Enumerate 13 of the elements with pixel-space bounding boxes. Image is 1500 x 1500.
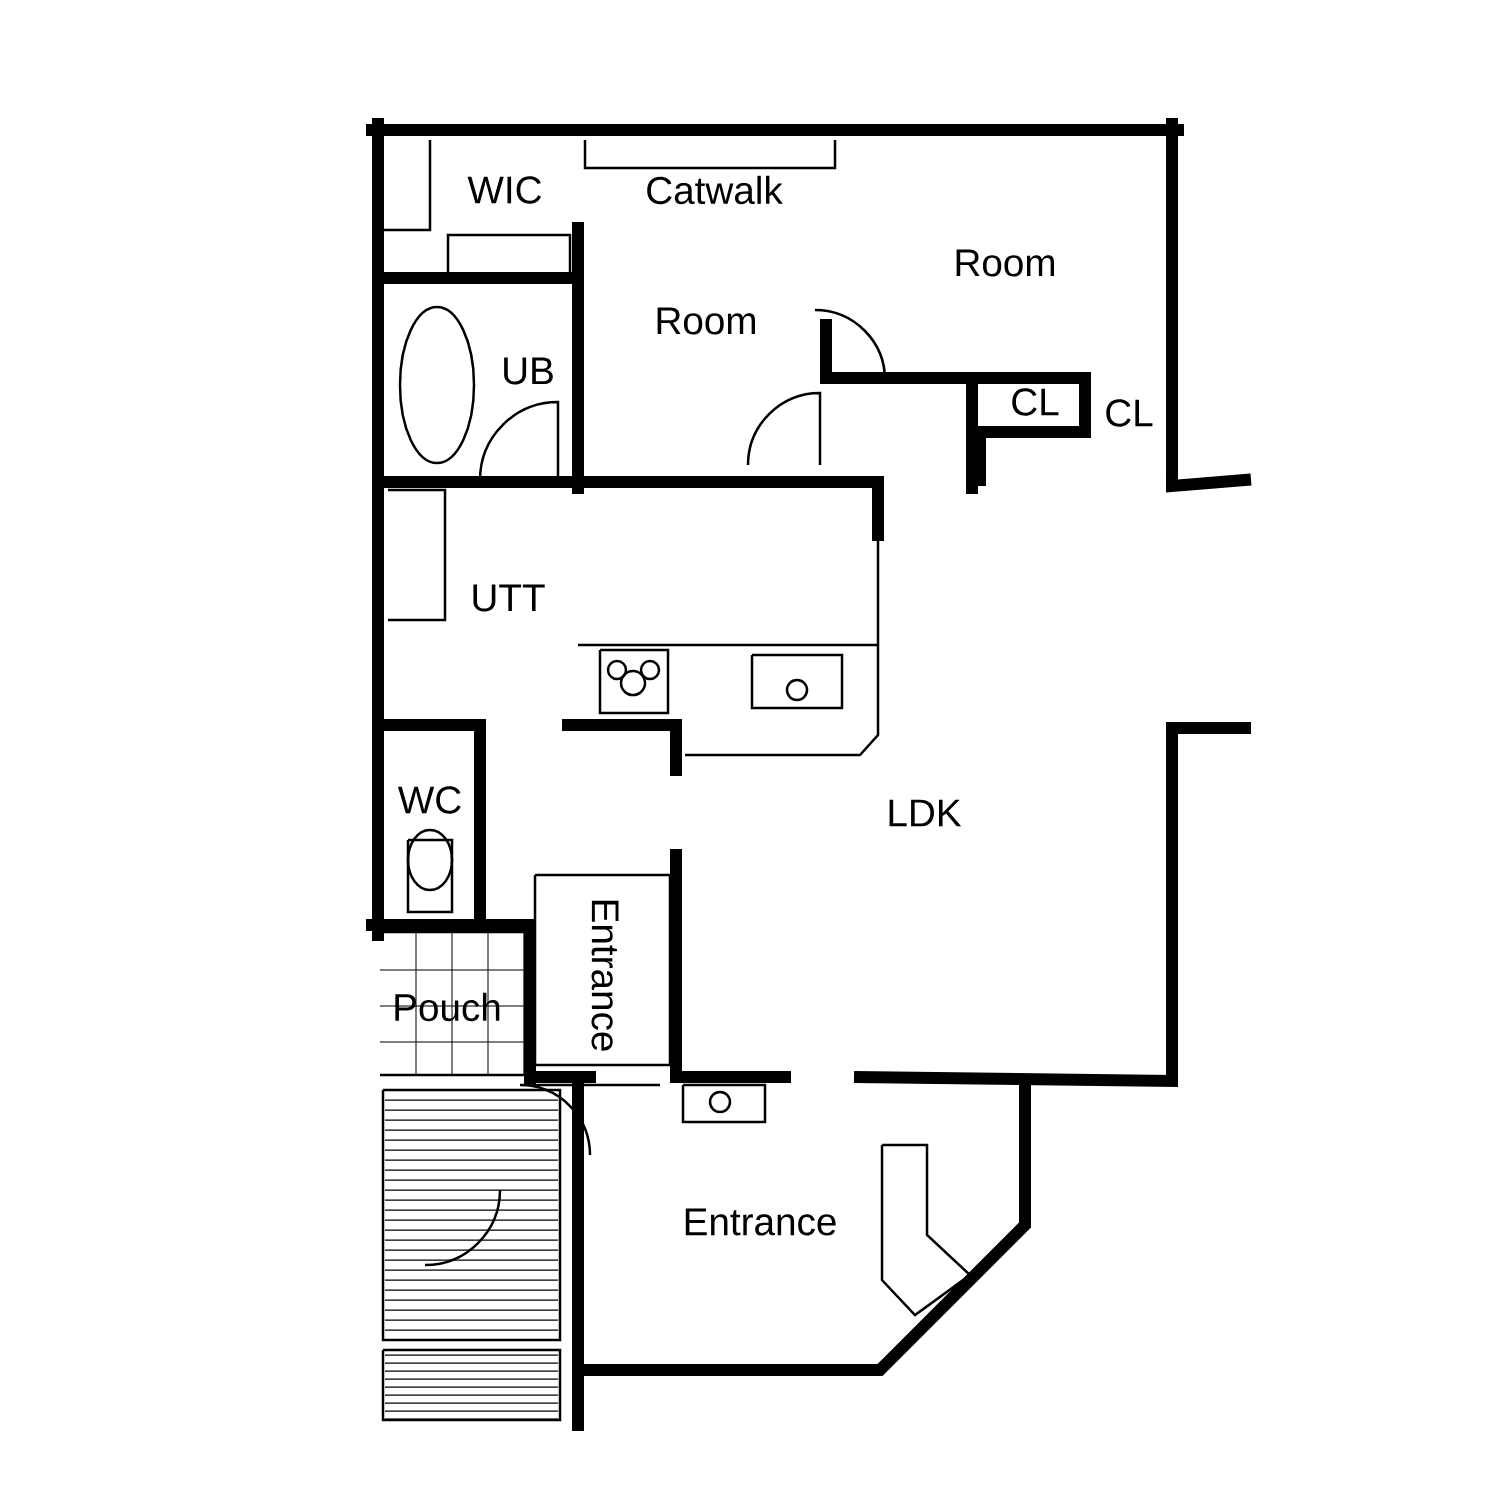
room-label: CL (1012, 388, 1059, 416)
room-label: CL (1106, 399, 1153, 427)
room-label: Room (956, 249, 1054, 277)
room-label: LDK (889, 799, 962, 827)
room-label: Entrance (685, 1208, 836, 1236)
room-label: WIC (467, 176, 542, 204)
room-label: Entrance (591, 900, 619, 1051)
room-label: Room (657, 307, 755, 335)
room-label: Pouch (395, 992, 500, 1022)
room-label: Catwalk (647, 175, 783, 205)
room-label: UB (504, 357, 553, 385)
room-label: WC (397, 786, 461, 814)
room-label: UTT (473, 584, 545, 612)
